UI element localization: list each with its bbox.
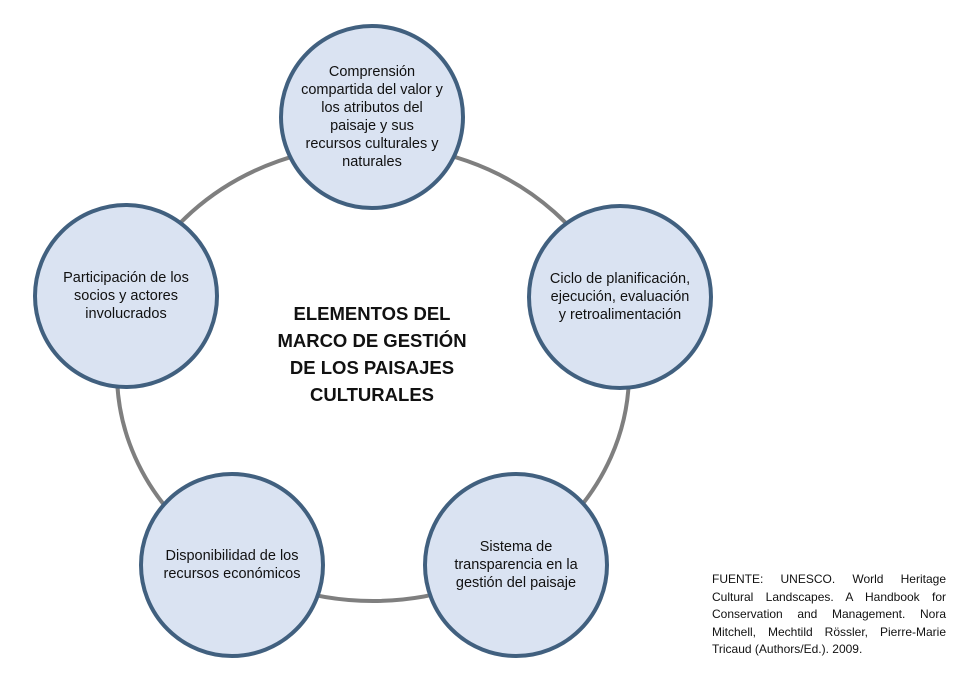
element-node-shared-understanding: Comprensión compartida del valor y los a…: [279, 24, 465, 210]
element-node-participation: Participación de los socios y actores in…: [33, 203, 219, 389]
element-node-label: Ciclo de planificación, ejecución, evalu…: [549, 271, 691, 323]
element-node-planning-cycle: Ciclo de planificación, ejecución, evalu…: [527, 204, 713, 390]
element-node-label: Sistema de transparencia en la gestión d…: [454, 539, 578, 591]
diagram-center-title: ELEMENTOS DEL MARCO DE GESTIÓN DE LOS PA…: [277, 303, 467, 405]
element-node-label: Participación de los socios y actores in…: [63, 270, 189, 322]
element-node-label: Comprensión compartida del valor y los a…: [301, 64, 443, 170]
element-node-transparency: Sistema de transparencia en la gestión d…: [423, 472, 609, 658]
element-node-resources: Disponibilidad de los recursos económico…: [139, 472, 325, 658]
source-citation: FUENTE: UNESCO. World Heritage Cultural …: [712, 572, 946, 656]
element-node-label: Disponibilidad de los recursos económico…: [163, 548, 301, 582]
